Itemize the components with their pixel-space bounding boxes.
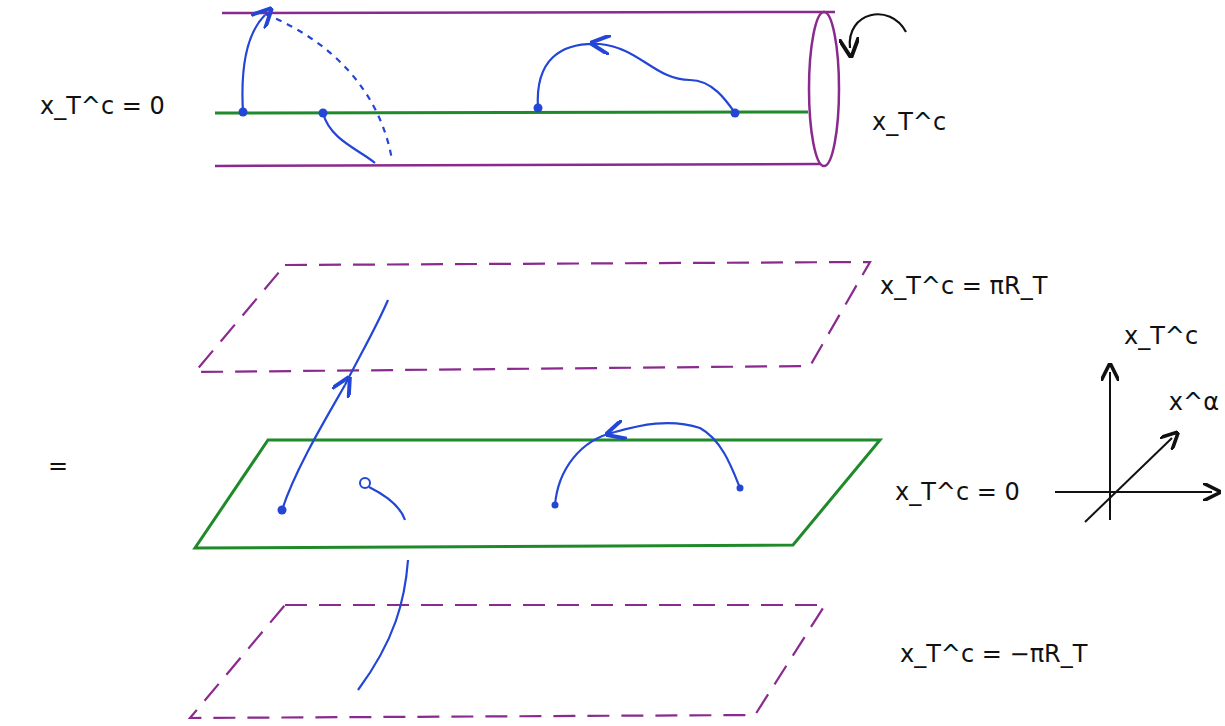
brane-plane: [195, 440, 880, 548]
axis-label: x^α: [1169, 388, 1219, 417]
rotation-arrow: [850, 14, 906, 48]
top-plane: [195, 262, 870, 372]
coordinate-label: x_T^c = 0: [40, 92, 165, 121]
unfolded-endpoints: [278, 478, 744, 515]
string-endpoints: [239, 104, 740, 118]
plane-label: x_T^c = −πR_T: [900, 640, 1087, 669]
plane-label: x_T^c = 0: [895, 478, 1020, 507]
unfolded-strings: [282, 300, 740, 690]
brane-line: [215, 112, 808, 113]
equals-sign: =: [48, 452, 68, 481]
open-strings: [242, 14, 735, 163]
cylinder: [215, 12, 839, 166]
coordinate-label: x_T^c: [872, 108, 946, 137]
plane-label: x_T^c = πR_T: [880, 272, 1047, 301]
bottom-plane: [190, 605, 825, 718]
axis-label: x_T^c: [1124, 322, 1198, 351]
